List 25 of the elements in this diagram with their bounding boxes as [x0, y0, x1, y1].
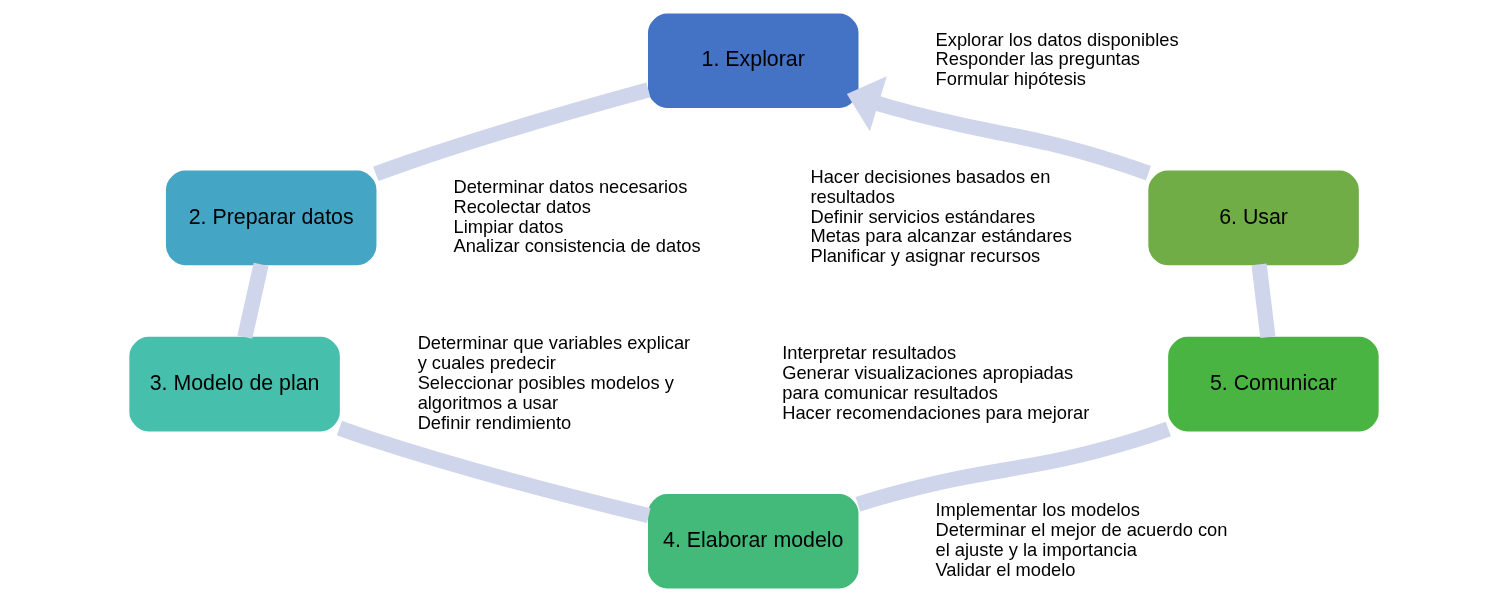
- connector: [1251, 263, 1276, 339]
- node-box: 3. Modelo de plan: [129, 336, 340, 432]
- node-label: Explorar los datos disponibles: [935, 28, 1179, 50]
- node-label: Hacer decisiones basados en resultados: [810, 165, 1051, 207]
- node-box: 4. Elaborar modelo: [648, 493, 859, 589]
- node-label: Planificar y asignar recursos: [810, 245, 1041, 267]
- node-label: Determinar datos necesarios: [453, 175, 688, 197]
- node-label: Interpretar resultados: [782, 342, 957, 364]
- node-box: 2. Preparar datos: [165, 170, 377, 266]
- node-label: Limpiar datos: [453, 215, 564, 237]
- node-box: 6. Usar: [1148, 170, 1359, 266]
- node-label: Recolectar datos: [453, 195, 591, 217]
- node-label: Metas para alcanzar estándares: [810, 225, 1072, 247]
- node-label: Definir servicios estándares: [810, 205, 1036, 227]
- arrow: [846, 76, 1151, 181]
- connector: [855, 421, 1171, 512]
- connector: [237, 262, 269, 339]
- connector: [336, 420, 651, 524]
- node-label: Implementar los modelos: [935, 499, 1140, 521]
- node-box: 5. Comunicar: [1168, 336, 1379, 432]
- node-box: 1. Explorar: [648, 13, 859, 109]
- node-label: Formular hipótesis: [935, 68, 1087, 90]
- node-label: Determinar que variables explicar y cuales predecir: [417, 332, 691, 374]
- connector: [373, 82, 651, 182]
- node-label: Determinar el mejor de acuerdo con el ajuste y la importancia: [935, 519, 1228, 560]
